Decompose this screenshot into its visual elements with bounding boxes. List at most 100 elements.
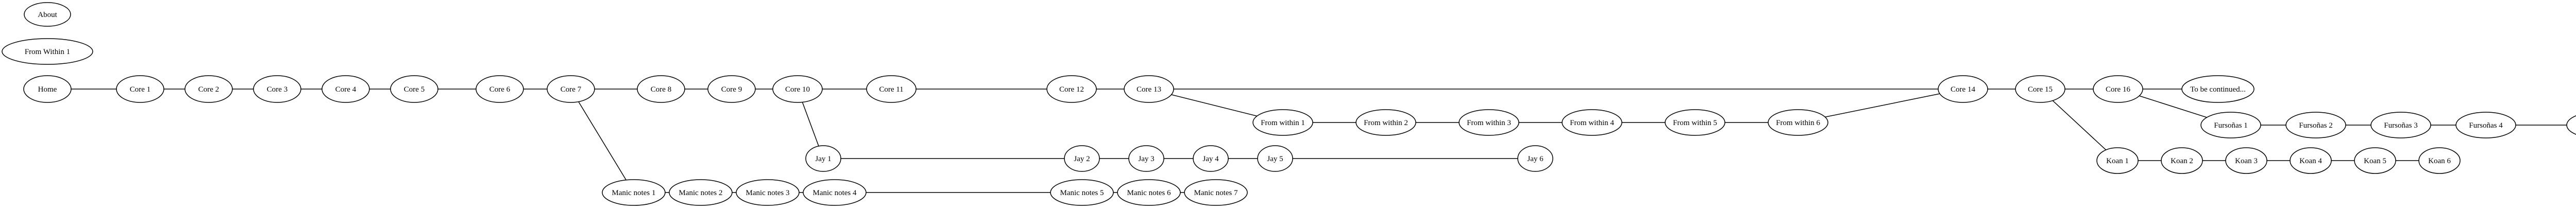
node-core-11: Core 11 bbox=[866, 75, 917, 103]
node-ellipse-core-1 bbox=[116, 75, 164, 103]
node-ellipse-koan-3 bbox=[2225, 147, 2267, 174]
node-ellipse-jay-4 bbox=[1193, 145, 1229, 172]
node-manic-notes-1: Manic notes 1 bbox=[602, 179, 666, 206]
node-fursonas-4: Fursoñas 4 bbox=[2455, 112, 2516, 138]
node-label-from-within-6: From within 6 bbox=[1776, 119, 1820, 127]
node-core-12: Core 12 bbox=[1046, 75, 1097, 103]
node-label-koan-1: Koan 1 bbox=[2106, 157, 2129, 165]
node-ellipse-koan-1 bbox=[2096, 147, 2139, 174]
node-label-from-within-4: From within 4 bbox=[1570, 119, 1614, 127]
node-label-core-6: Core 6 bbox=[489, 85, 511, 94]
node-ellipse-jay-5 bbox=[1257, 145, 1293, 172]
node-from-within-cap-1: From Within 1 bbox=[2, 38, 93, 65]
node-ellipse-core-4 bbox=[321, 75, 370, 103]
node-label-jay-6: Jay 6 bbox=[1527, 155, 1544, 163]
node-koan-4: Koan 4 bbox=[2290, 147, 2332, 174]
node-label-core-12: Core 12 bbox=[1059, 85, 1084, 94]
node-label-about: About bbox=[38, 11, 57, 19]
node-fursonas-3: Fursoñas 3 bbox=[2370, 112, 2431, 138]
node-from-within-3: From within 3 bbox=[1459, 109, 1519, 136]
node-ellipse-manic-notes-6 bbox=[1117, 179, 1181, 206]
node-core-16: Core 16 bbox=[2093, 75, 2143, 103]
node-ellipse-core-15 bbox=[2015, 75, 2065, 103]
node-label-from-within-1: From within 1 bbox=[1261, 119, 1305, 127]
node-label-manic-notes-3: Manic notes 3 bbox=[746, 189, 790, 197]
node-ellipse-about bbox=[24, 2, 71, 27]
node-ellipse-jay-1 bbox=[805, 145, 841, 172]
node-core-2: Core 2 bbox=[184, 75, 233, 103]
node-ellipse-from-within-6 bbox=[1768, 109, 1828, 136]
node-manic-notes-6: Manic notes 6 bbox=[1117, 179, 1181, 206]
node-ellipse-manic-notes-7 bbox=[1184, 179, 1248, 206]
node-core-6: Core 6 bbox=[476, 75, 524, 103]
node-jay-4: Jay 4 bbox=[1193, 145, 1229, 172]
node-label-core-8: Core 8 bbox=[651, 85, 671, 94]
node-ellipse-manic-notes-4 bbox=[803, 179, 867, 206]
node-label-jay-3: Jay 3 bbox=[1138, 155, 1154, 163]
node-ellipse-from-within-3 bbox=[1459, 109, 1519, 136]
node-koan-3: Koan 3 bbox=[2225, 147, 2267, 174]
node-ellipse-fursonas-3 bbox=[2370, 112, 2431, 138]
node-core-3: Core 3 bbox=[253, 75, 301, 103]
node-label-core-7: Core 7 bbox=[561, 85, 582, 94]
node-label-core-1: Core 1 bbox=[130, 85, 150, 94]
node-from-within-6: From within 6 bbox=[1768, 109, 1828, 136]
node-ellipse-fursonas-5 bbox=[2566, 115, 2576, 135]
node-koan-6: Koan 6 bbox=[2418, 147, 2461, 174]
node-ellipse-core-11 bbox=[866, 75, 917, 103]
node-core-15: Core 15 bbox=[2015, 75, 2065, 103]
node-from-within-1: From within 1 bbox=[1252, 109, 1313, 136]
edge-core-15--koan-1 bbox=[2040, 89, 2118, 161]
node-label-core-10: Core 10 bbox=[785, 85, 810, 94]
node-label-core-11: Core 11 bbox=[879, 85, 903, 94]
node-label-to-be-continued: To be continued... bbox=[2190, 85, 2246, 94]
node-koan-5: Koan 5 bbox=[2354, 147, 2396, 174]
node-label-koan-3: Koan 3 bbox=[2235, 157, 2258, 165]
node-core-7: Core 7 bbox=[547, 75, 595, 103]
node-core-14: Core 14 bbox=[1938, 75, 1988, 103]
node-koan-2: Koan 2 bbox=[2161, 147, 2203, 174]
node-label-jay-5: Jay 5 bbox=[1267, 155, 1283, 163]
node-label-jay-1: Jay 1 bbox=[815, 155, 831, 163]
node-jay-5: Jay 5 bbox=[1257, 145, 1293, 172]
node-ellipse-core-5 bbox=[390, 75, 438, 103]
node-label-from-within-cap-1: From Within 1 bbox=[25, 48, 70, 56]
node-ellipse-core-14 bbox=[1938, 75, 1988, 103]
node-ellipse-to-be-continued bbox=[2181, 75, 2255, 103]
node-ellipse-jay-2 bbox=[1064, 145, 1100, 172]
node-label-fursonas-4: Fursoñas 4 bbox=[2469, 121, 2503, 130]
node-ellipse-manic-notes-2 bbox=[669, 179, 733, 206]
node-about: About bbox=[24, 2, 71, 27]
node-label-manic-notes-2: Manic notes 2 bbox=[679, 189, 723, 197]
node-label-koan-2: Koan 2 bbox=[2171, 157, 2193, 165]
node-ellipse-manic-notes-5 bbox=[1050, 179, 1114, 206]
node-label-from-within-5: From within 5 bbox=[1673, 119, 1717, 127]
node-ellipse-core-12 bbox=[1046, 75, 1097, 103]
node-label-koan-6: Koan 6 bbox=[2428, 157, 2451, 165]
node-ellipse-koan-4 bbox=[2290, 147, 2332, 174]
node-core-9: Core 9 bbox=[707, 75, 756, 103]
node-label-manic-notes-4: Manic notes 4 bbox=[813, 189, 857, 197]
node-ellipse-core-8 bbox=[637, 75, 685, 103]
node-label-jay-4: Jay 4 bbox=[1202, 155, 1219, 163]
node-fursonas-1: Fursoñas 1 bbox=[2200, 112, 2261, 138]
node-core-1: Core 1 bbox=[116, 75, 164, 103]
edge-core-7--manic-notes-1 bbox=[570, 89, 634, 193]
node-ellipse-jay-6 bbox=[1517, 145, 1553, 172]
node-ellipse-koan-5 bbox=[2354, 147, 2396, 174]
node-label-home: Home bbox=[38, 85, 57, 94]
node-jay-2: Jay 2 bbox=[1064, 145, 1100, 172]
node-ellipse-core-9 bbox=[707, 75, 756, 103]
node-core-5: Core 5 bbox=[390, 75, 438, 103]
node-manic-notes-4: Manic notes 4 bbox=[803, 179, 867, 206]
node-fursonas-5: Fursoñas 5 bbox=[2566, 115, 2576, 135]
node-label-fursonas-2: Fursoñas 2 bbox=[2299, 121, 2332, 130]
node-label-manic-notes-7: Manic notes 7 bbox=[1194, 189, 1238, 197]
node-label-koan-5: Koan 5 bbox=[2364, 157, 2386, 165]
node-label-core-14: Core 14 bbox=[1951, 85, 1975, 94]
node-label-koan-4: Koan 4 bbox=[2299, 157, 2322, 165]
node-ellipse-from-within-5 bbox=[1665, 109, 1725, 136]
node-manic-notes-2: Manic notes 2 bbox=[669, 179, 733, 206]
